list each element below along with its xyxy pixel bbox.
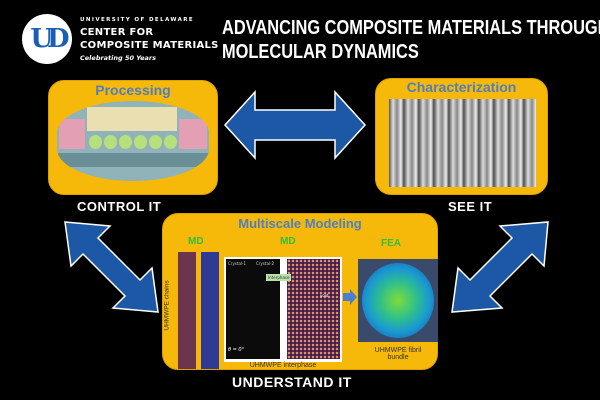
interphase-tag: Interphase — [266, 274, 292, 281]
crystal2-label: Crystal-2 — [256, 261, 275, 266]
right-arrow-icon — [343, 289, 357, 305]
chains-label: UHMWPE chains — [163, 280, 171, 331]
interphase-caption: UHMWPE interphase — [249, 362, 317, 369]
characterization-box: Characterization — [375, 78, 548, 195]
title-line1: ADVANCING COMPOSITE MATERIALS THROUGH — [222, 17, 600, 39]
fea-caption-line2: bundle — [387, 354, 409, 361]
university-name: UNIVERSITY OF DELAWARE — [80, 17, 195, 23]
double-arrow-right-diagonal — [451, 221, 549, 313]
chains-image-2 — [201, 252, 219, 369]
fea-label: FEA — [381, 238, 401, 249]
logo-monogram: UD — [30, 24, 69, 54]
md-label-1: MD — [188, 236, 204, 247]
double-arrow-horizontal — [223, 90, 367, 160]
sem-image — [389, 99, 536, 187]
control-it-label: CONTROL IT — [77, 199, 162, 214]
characterization-title: Characterization — [406, 79, 517, 95]
md-label-2: MD — [280, 236, 296, 247]
center-line2: COMPOSITE MATERIALS — [80, 40, 219, 51]
see-it-label: SEE IT — [448, 199, 493, 214]
center-line1: CENTER FOR — [80, 27, 154, 38]
multiscale-modeling-box: Multiscale Modeling MD MD FEA UHMWPE cha… — [162, 213, 438, 370]
chains-image-1 — [178, 252, 196, 369]
processing-title: Processing — [95, 82, 171, 98]
fea-caption-line1: UHMWPE fibril — [374, 347, 422, 354]
title-line2: MOLECULAR DYNAMICS — [222, 41, 419, 63]
modeling-title: Multiscale Modeling — [238, 216, 362, 231]
void-label: void — [320, 293, 329, 298]
interphase-panel: Crystal-1 Crystal-2 Interphase θ = 0° vo… — [224, 257, 342, 362]
angle-label: θ = 0° — [228, 347, 245, 353]
crystal1-label: Crystal-1 — [228, 261, 247, 266]
double-arrow-left-diagonal — [64, 221, 159, 313]
ud-logo: UD — [22, 14, 72, 64]
understand-it-label: UNDERSTAND IT — [232, 374, 352, 390]
center-name: CENTER FOR COMPOSITE MATERIALS — [80, 26, 219, 52]
processing-box: Processing — [48, 80, 218, 195]
fea-image — [358, 259, 438, 342]
logo-tagline: Celebrating 50 Years — [80, 54, 156, 62]
processing-image — [57, 101, 209, 181]
